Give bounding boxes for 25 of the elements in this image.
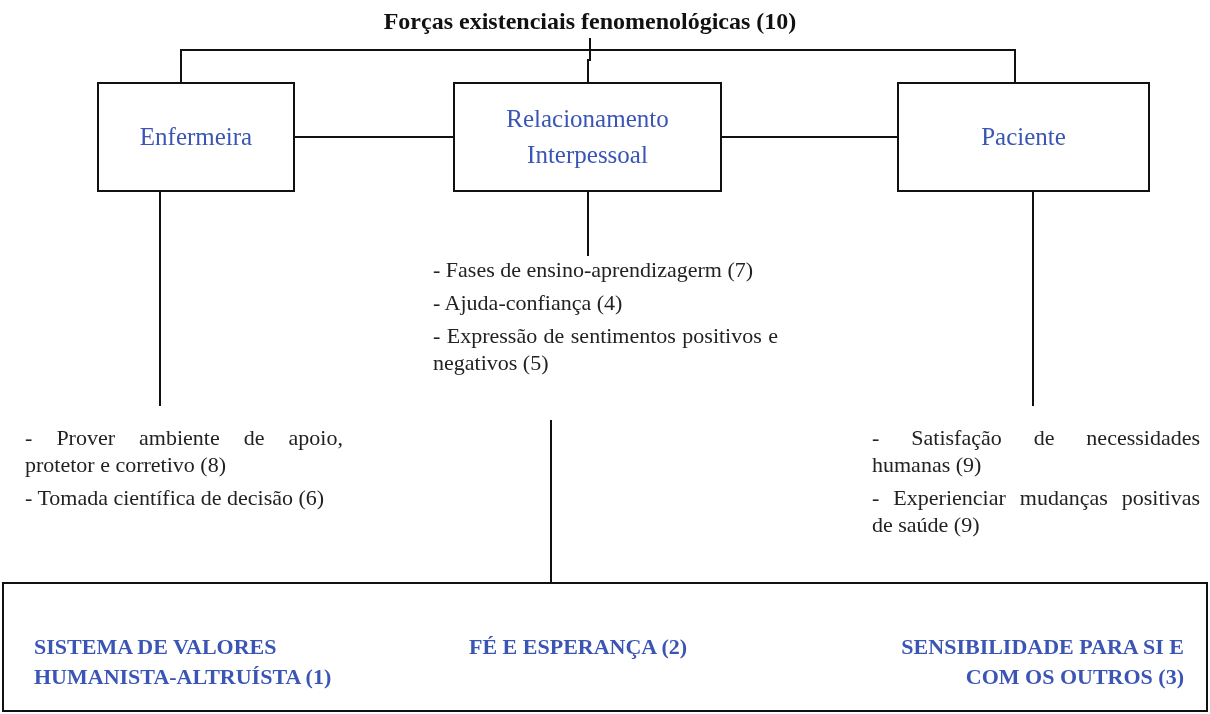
factor-label: SENSIBILIDADE PARA SI E COM OS OUTROS (3) <box>900 633 1184 691</box>
connector-line <box>550 419 552 583</box>
connector-line <box>587 191 589 257</box>
concept-box <box>97 82 295 192</box>
node-label: Forças existenciais fenomenológicas (10) <box>382 8 798 35</box>
factor-list-item: - Experienciar mudanças positivas de saúde (9) <box>872 484 1200 538</box>
box-label: Paciente <box>981 122 1066 152</box>
factor-list-item: - Ajuda-confiança (4) <box>433 289 624 316</box>
factor-label: FÉ E ESPERANÇA (2) <box>469 633 689 661</box>
connector-line <box>159 191 161 407</box>
factor-label: SISTEMA DE VALORES HUMANISTA-ALTRUÍSTA (1) <box>34 633 333 691</box>
box-label: Enfermeira <box>139 122 253 152</box>
connector-line <box>721 136 898 138</box>
connector-line <box>589 37 1016 83</box>
factor-list-item: - Prover ambiente de apoio, protetor e corretivo (8) <box>25 424 343 478</box>
connector-line <box>1032 191 1034 407</box>
connector-line <box>294 136 454 138</box>
concept-box <box>897 82 1150 192</box>
factor-list-item: - Tomada científica de decisão (6) <box>25 484 326 511</box>
box-label: Relacionamento Interpessoal <box>505 104 670 170</box>
factor-list-item: - Fases de ensino-aprendizagerm (7) <box>433 256 755 283</box>
factor-list-item: - Expressão de sentimentos positivos e negativos (5) <box>433 322 778 376</box>
factor-list-item: - Satisfação de necessidades humanas (9) <box>872 424 1200 478</box>
concept-box <box>2 582 1208 712</box>
concept-box <box>453 82 722 192</box>
